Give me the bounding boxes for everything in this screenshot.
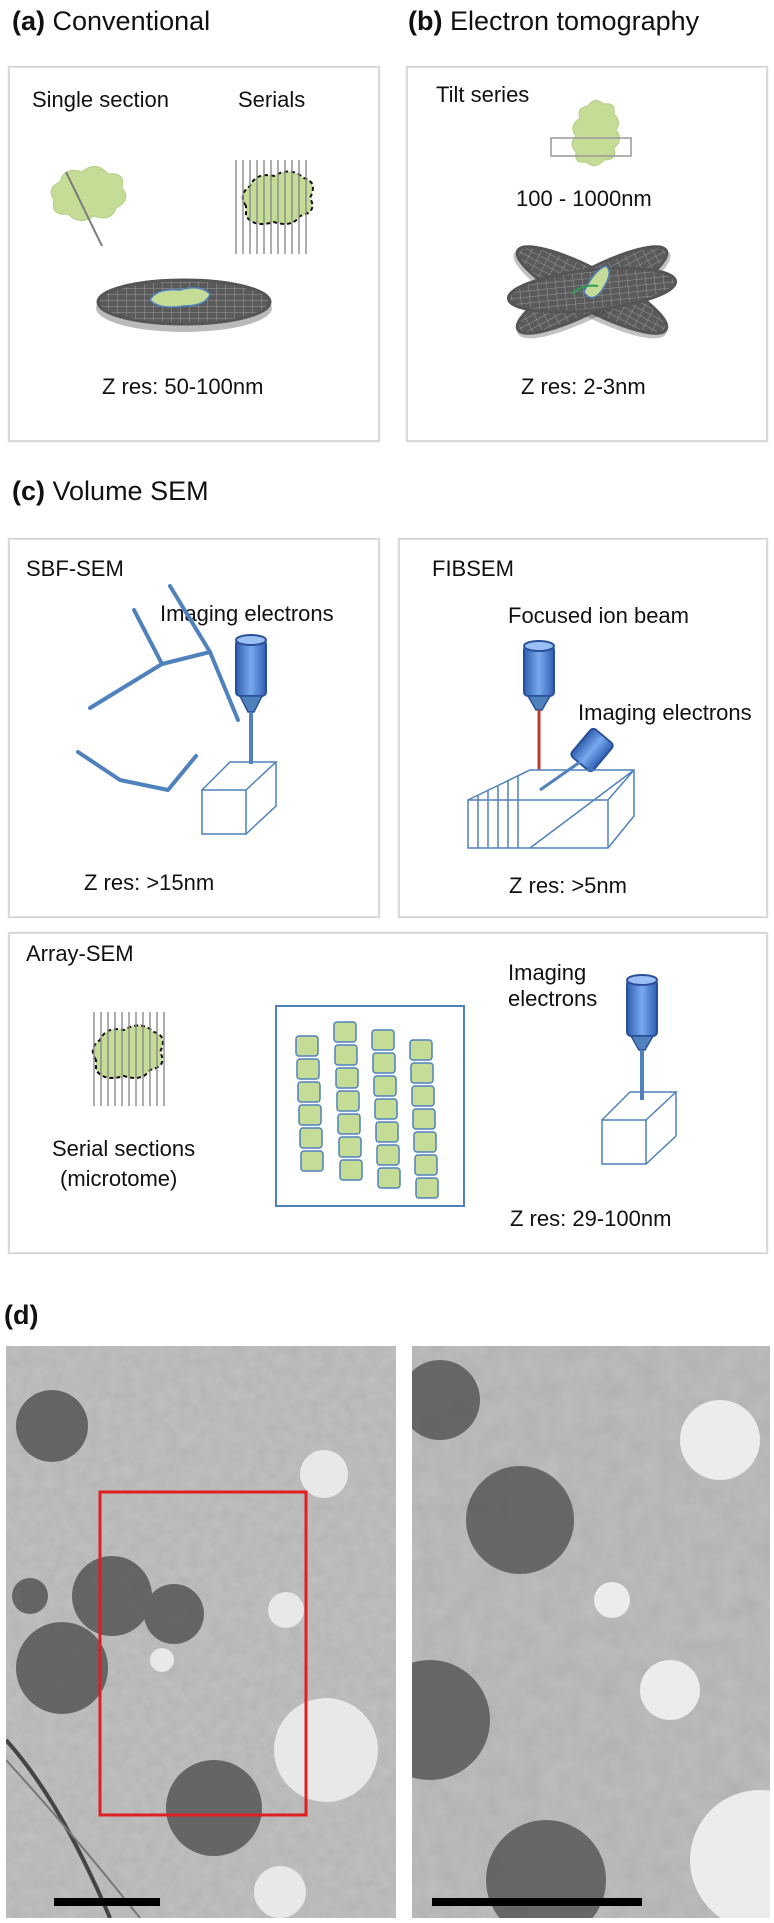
array-beam-column	[626, 974, 658, 1100]
panel-a-zres: Z res: 50-100nm	[102, 374, 264, 399]
sbf-sample-block	[201, 761, 278, 835]
array-section-wafer	[275, 1005, 465, 1207]
tilted-grids	[506, 245, 678, 339]
panel-a-label: (a) Conventional	[12, 6, 210, 37]
fib-imaging-label: Imaging electrons	[578, 700, 752, 725]
single-section-label: Single section	[32, 87, 169, 112]
tilt-series-cell	[550, 100, 632, 166]
sbf-microtome-arm	[76, 584, 240, 792]
roi-rectangle	[98, 1490, 308, 1817]
array-sem-label: Array-SEM	[26, 941, 134, 966]
panel-d-label: (d)	[4, 1300, 38, 1331]
serials-label: Serials	[238, 87, 306, 112]
sbf-sem-label: SBF-SEM	[26, 556, 124, 581]
fibsem-box	[398, 538, 768, 918]
tilt-series-label: Tilt series	[436, 82, 530, 107]
array-sample-block	[601, 1091, 678, 1165]
array-imaging-line2: electrons	[508, 986, 598, 1011]
thickness-label: 100 - 1000nm	[516, 186, 652, 211]
em-grid-a	[96, 278, 272, 332]
array-imaging-line1: Imaging	[508, 960, 587, 985]
panel-d-letter: (d)	[4, 1300, 39, 1330]
scale-bar-overview	[54, 1898, 160, 1906]
fib-imaging-column	[539, 727, 614, 792]
fib-zres: Z res: >5nm	[509, 873, 627, 898]
single-section-cell	[50, 166, 127, 247]
fibsem-label: FIBSEM	[432, 556, 514, 581]
sbf-zres: Z res: >15nm	[84, 870, 215, 895]
scale-bar-zoom	[432, 1898, 642, 1906]
panel-b-letter: (b)	[408, 6, 443, 36]
panel-a-box	[8, 66, 380, 442]
serial-sections-stack	[235, 160, 314, 254]
array-zres: Z res: 29-100nm	[510, 1206, 672, 1231]
panel-a-title: Conventional	[52, 6, 211, 36]
panel-c-title: Volume SEM	[52, 476, 209, 506]
panel-b-title: Electron tomography	[450, 6, 700, 36]
sbf-sem-box	[8, 538, 380, 918]
em-micrograph-overview	[6, 1346, 396, 1918]
fib-ion-beam-label: Focused ion beam	[508, 603, 689, 628]
panel-b-label: (b) Electron tomography	[408, 6, 699, 37]
serial-sections-line1: Serial sections	[52, 1136, 196, 1161]
array-serial-stack	[91, 1012, 165, 1106]
sbf-beam-column	[235, 634, 267, 764]
panel-c-letter: (c)	[12, 476, 45, 506]
panel-c-label: (c) Volume SEM	[12, 476, 209, 507]
panel-b-zres: Z res: 2-3nm	[521, 374, 646, 399]
panel-a-letter: (a)	[12, 6, 45, 36]
fib-sample-block	[467, 769, 635, 849]
em-micrograph-zoom	[412, 1346, 770, 1918]
serial-sections-line2: (microtome)	[60, 1166, 178, 1191]
fib-ion-column	[523, 640, 555, 770]
